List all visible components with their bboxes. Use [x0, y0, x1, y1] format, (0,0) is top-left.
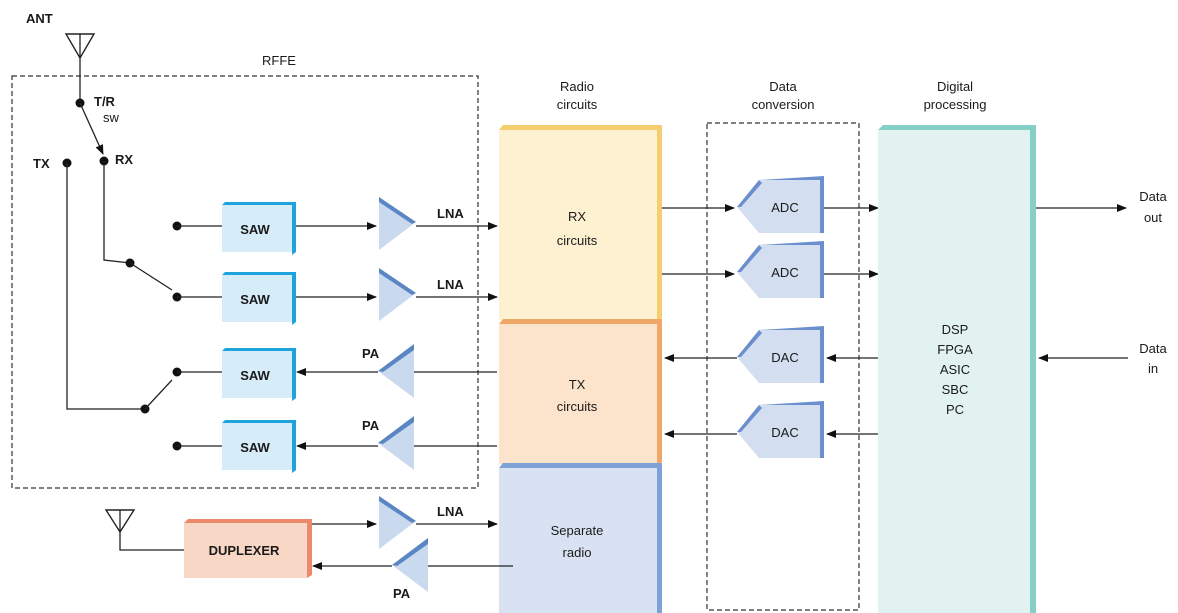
tr-switch-label-1: T/R — [94, 94, 116, 109]
pa-label-1: PA — [362, 346, 380, 361]
separate-radio-block: Separate radio — [499, 463, 662, 613]
digital-line-sbc: SBC — [942, 382, 969, 397]
ant-label: ANT — [26, 11, 53, 26]
pa-label-3: PA — [393, 586, 411, 601]
svg-text:SAW: SAW — [240, 440, 270, 455]
rx-circuits-block: RX circuits — [499, 125, 662, 322]
secondary-antenna-icon — [104, 509, 184, 551]
pa-amplifier-1 — [378, 344, 414, 398]
tr-switch-label-2: sw — [103, 110, 120, 125]
dac-converter-1: DAC — [737, 326, 824, 383]
pa-amplifier-3 — [392, 538, 428, 592]
tx-band-switch-arm — [144, 379, 173, 410]
lna-amplifier-1 — [379, 197, 416, 250]
rx-band-switch-arm — [129, 262, 173, 291]
saw-filter-4: SAW — [222, 420, 296, 473]
rffe-boundary — [11, 75, 479, 489]
data-out-label-2: out — [1144, 210, 1162, 225]
svg-text:SAW: SAW — [240, 368, 270, 383]
saw-filter-2: SAW — [222, 272, 296, 325]
saw-filter-3: SAW — [222, 348, 296, 401]
digital-processing-heading-1: Digital — [937, 79, 973, 94]
lna-label-2: LNA — [437, 277, 464, 292]
pa-label-2: PA — [362, 418, 380, 433]
data-in-label-1: Data — [1139, 341, 1167, 356]
tx-path-wire — [66, 163, 145, 410]
svg-text:radio: radio — [563, 545, 592, 560]
svg-text:DAC: DAC — [771, 350, 798, 365]
radio-circuits-heading-1: Radio — [560, 79, 594, 94]
adc-converter-2: ADC — [737, 241, 824, 298]
tr-switch-arm — [79, 102, 104, 155]
svg-text:TX: TX — [569, 377, 586, 392]
rx-node-label: RX — [115, 152, 133, 167]
lna-label-1: LNA — [437, 206, 464, 221]
data-conversion-heading-1: Data — [769, 79, 797, 94]
svg-text:ADC: ADC — [771, 265, 798, 280]
adc-converter-1: ADC — [737, 176, 824, 233]
svg-text:SAW: SAW — [240, 222, 270, 237]
svg-text:DAC: DAC — [771, 425, 798, 440]
digital-line-pc: PC — [946, 402, 964, 417]
data-out-label-1: Data — [1139, 189, 1167, 204]
digital-line-asic: ASIC — [940, 362, 970, 377]
pa-amplifier-2 — [378, 416, 414, 470]
data-conversion-boundary — [706, 122, 860, 611]
data-conversion-heading-2: conversion — [752, 97, 815, 112]
data-in-label-2: in — [1148, 361, 1158, 376]
svg-text:Separate: Separate — [551, 523, 604, 538]
duplexer-block: DUPLEXER — [184, 519, 312, 578]
saw-filter-1: SAW — [222, 202, 296, 255]
tx-circuits-block: TX circuits — [499, 319, 662, 466]
rffe-label: RFFE — [262, 53, 296, 68]
tx-node-label: TX — [33, 156, 50, 171]
svg-text:circuits: circuits — [557, 233, 598, 248]
antenna-icon — [64, 33, 96, 103]
svg-text:DUPLEXER: DUPLEXER — [209, 543, 280, 558]
lna-amplifier-3 — [379, 496, 416, 549]
digital-processing-block: DSP FPGA ASIC SBC PC — [878, 125, 1036, 613]
lna-amplifier-2 — [379, 268, 416, 321]
digital-line-dsp: DSP — [942, 322, 969, 337]
svg-text:RX: RX — [568, 209, 586, 224]
lna-label-3: LNA — [437, 504, 464, 519]
svg-text:circuits: circuits — [557, 399, 598, 414]
rx-path-wire — [103, 161, 131, 264]
dac-converter-2: DAC — [737, 401, 824, 458]
digital-line-fpga: FPGA — [937, 342, 973, 357]
svg-text:SAW: SAW — [240, 292, 270, 307]
digital-processing-heading-2: processing — [924, 97, 987, 112]
radio-circuits-heading-2: circuits — [557, 97, 598, 112]
svg-text:ADC: ADC — [771, 200, 798, 215]
